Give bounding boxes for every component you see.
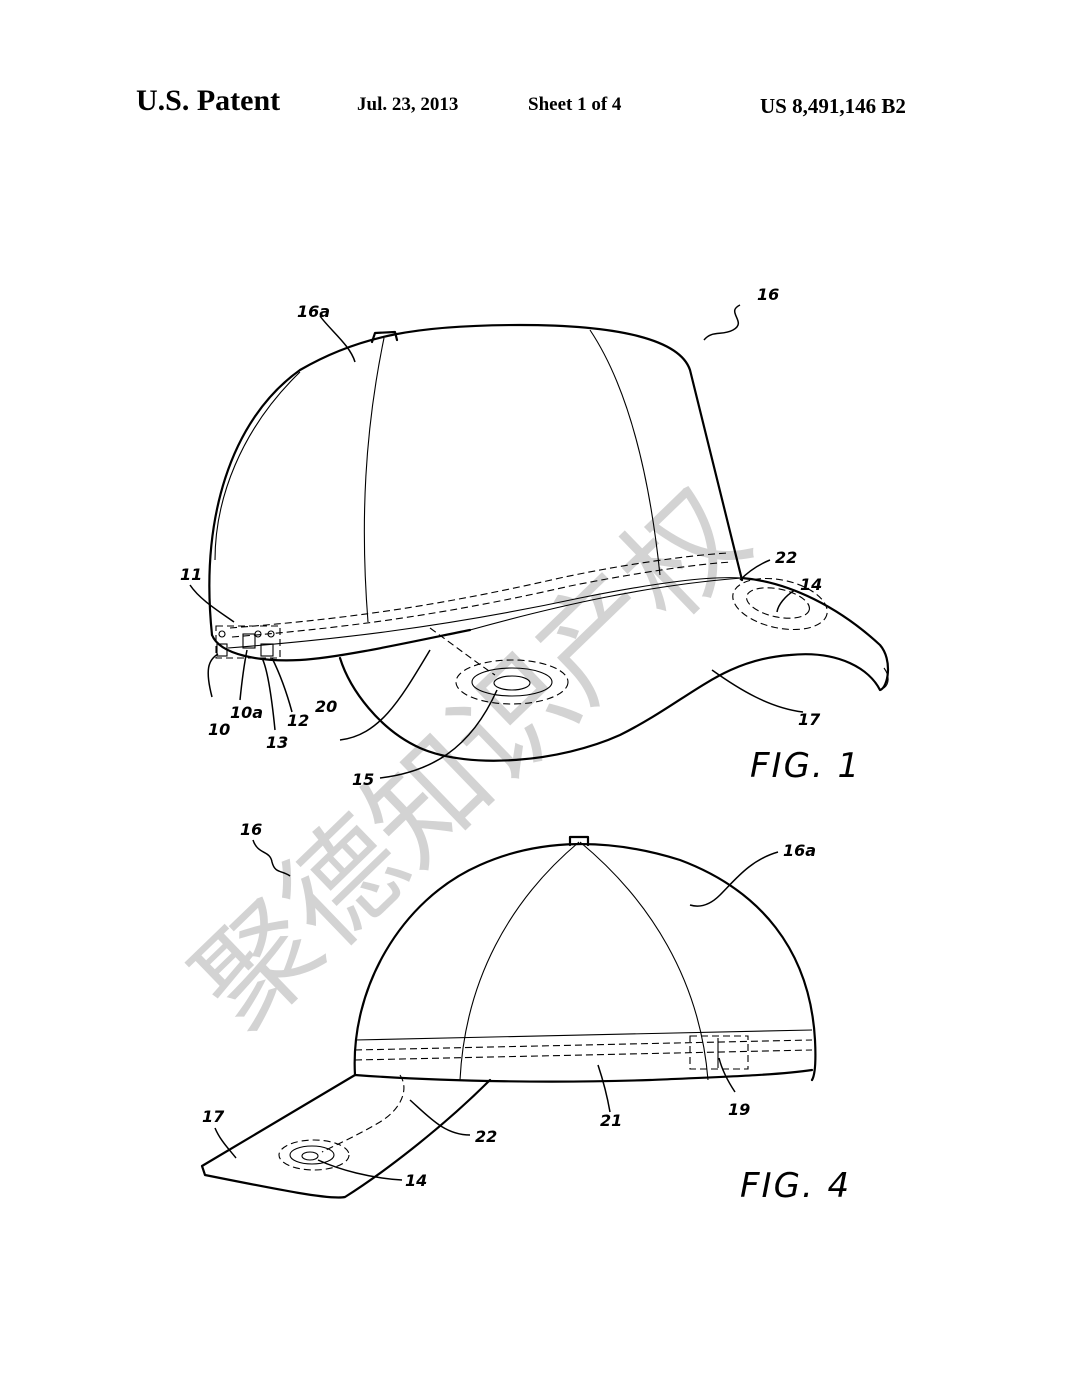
fig4-label-21: 21 <box>600 1111 622 1130</box>
fig1-label-10a: 10a <box>230 703 263 722</box>
fig4-label-16a: 16a <box>783 841 816 860</box>
fig1-label-12: 12 <box>287 711 309 730</box>
fig4-caption: FIG. 4 <box>740 1166 851 1206</box>
fig1-crown <box>208 323 744 637</box>
fig4-label-22: 22 <box>475 1127 497 1146</box>
fig1-label-16a: 16a <box>297 302 330 321</box>
sheet-number: Sheet 1 of 4 <box>528 94 622 115</box>
fig1-label-17: 17 <box>798 710 821 729</box>
patent-date: Jul. 23, 2013 <box>357 94 459 115</box>
fig4-label-16: 16 <box>240 820 262 839</box>
fig1-label-13: 13 <box>266 733 288 752</box>
fig1-caption: FIG. 1 <box>750 746 861 786</box>
fig1-label-10: 10 <box>208 720 230 739</box>
fig1-drawing <box>189 304 889 779</box>
fig4-label-17: 17 <box>202 1107 225 1126</box>
fig4-visor <box>200 1073 492 1199</box>
fig1-label-11: 11 <box>180 565 202 584</box>
fig1-label-22: 22 <box>775 548 797 567</box>
fig1-label-20: 20 <box>315 697 337 716</box>
fig1-label-15: 15 <box>352 770 374 789</box>
fig4-drawing <box>200 835 817 1199</box>
patent-number: US 8,491,146 B2 <box>760 94 906 118</box>
fig4-label-19: 19 <box>728 1100 750 1119</box>
fig4-crown <box>353 842 817 1082</box>
fig1-label-16: 16 <box>757 285 779 304</box>
fig1-label-14: 14 <box>800 575 822 594</box>
patent-label: U.S. Patent <box>136 84 281 117</box>
fig1-visor <box>338 576 889 762</box>
fig1-button <box>370 330 399 344</box>
watermark-text: 聚德知识产权 <box>169 464 774 1055</box>
fig4-label-14: 14 <box>405 1171 427 1190</box>
